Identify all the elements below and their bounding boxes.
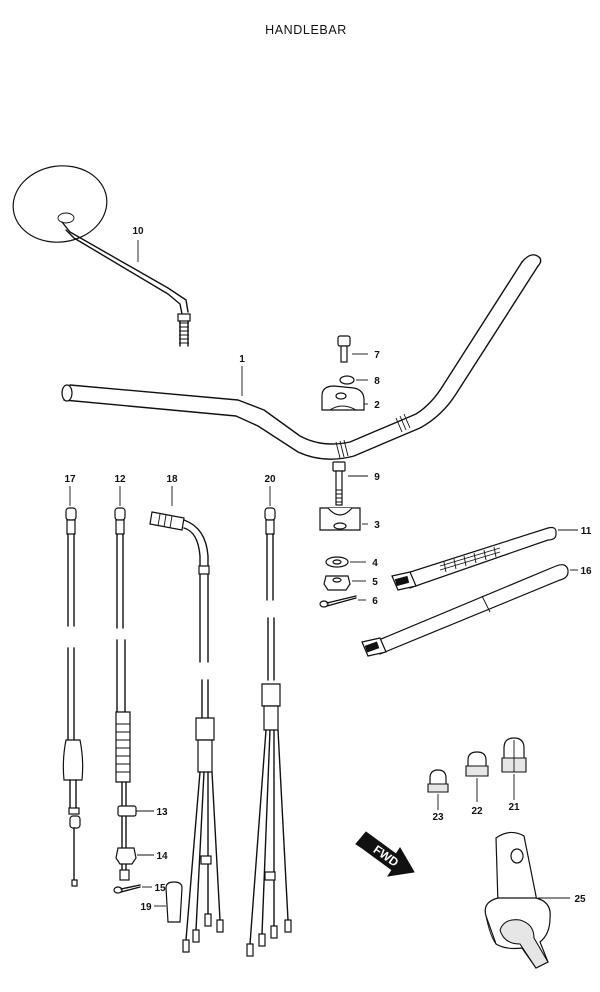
band-11 [391, 526, 557, 591]
callout-16: 16 [580, 566, 592, 577]
clamp-lower [319, 507, 361, 531]
cable-20 [246, 507, 292, 957]
cable-18 [149, 511, 224, 953]
callout-10: 10 [132, 226, 144, 237]
adjuster-nut [115, 847, 137, 865]
adjuster [117, 805, 137, 817]
callout-23: 23 [432, 812, 444, 823]
pin-15 [113, 884, 141, 894]
guide-25 [484, 831, 551, 969]
band-16 [361, 564, 569, 657]
washer [325, 556, 349, 568]
clamp-23 [427, 769, 449, 793]
callout-2: 2 [374, 400, 380, 411]
callout-5: 5 [372, 577, 378, 588]
boot [165, 881, 183, 923]
callout-17: 17 [64, 474, 76, 485]
callout-1: 1 [239, 354, 245, 365]
mirror [12, 165, 191, 347]
callout-20: 20 [264, 474, 276, 485]
clamp-upper [321, 385, 365, 411]
cable-12 [114, 507, 131, 881]
callout-8: 8 [374, 376, 380, 387]
callout-13: 13 [156, 807, 168, 818]
handlebar [61, 254, 542, 460]
callout-4: 4 [372, 558, 378, 569]
callout-12: 12 [114, 474, 126, 485]
callout-7: 7 [374, 350, 380, 361]
callout-22: 22 [471, 806, 483, 817]
callout-9: 9 [374, 472, 380, 483]
lock-washer [339, 375, 355, 385]
cotter-pin [319, 595, 357, 608]
diagram-title: HANDLEBAR [265, 23, 347, 37]
stud-bolt [332, 461, 346, 506]
callout-6: 6 [372, 596, 378, 607]
cable-17 [62, 507, 84, 887]
clamp-bolt [337, 335, 351, 363]
callout-19: 19 [140, 902, 152, 913]
callout-15: 15 [154, 883, 166, 894]
callout-18: 18 [166, 474, 178, 485]
callout-25: 25 [574, 894, 586, 905]
nut [323, 575, 351, 591]
callout-14: 14 [156, 851, 168, 862]
callout-21: 21 [508, 802, 520, 813]
forward-arrow-icon: FWD [355, 831, 415, 877]
clamp-21 [501, 737, 527, 773]
clamp-22 [465, 751, 489, 777]
callout-3: 3 [374, 520, 380, 531]
callout-11: 11 [581, 526, 592, 537]
